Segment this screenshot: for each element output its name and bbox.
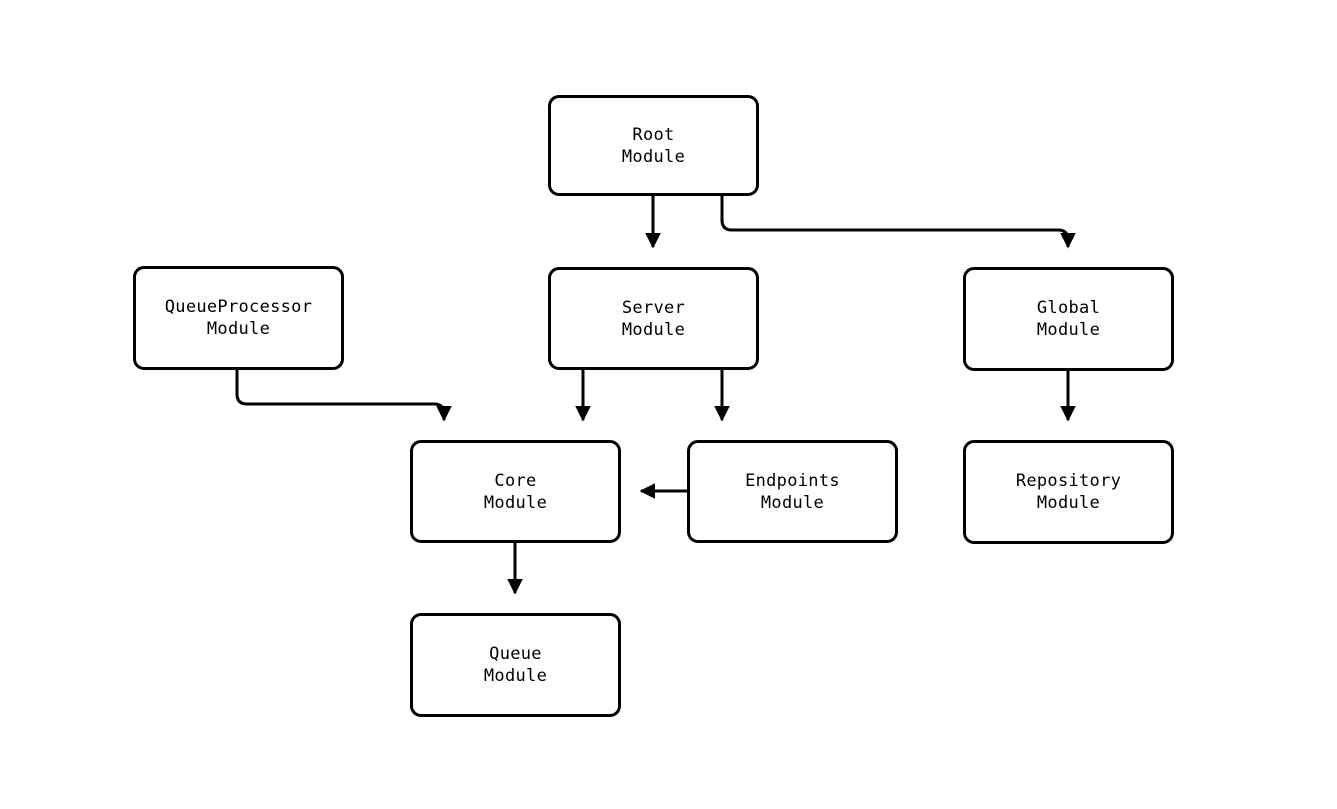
node-repository-module[interactable]: Repository Module xyxy=(963,440,1174,544)
node-endpoints-module[interactable]: Endpoints Module xyxy=(687,440,898,543)
node-global-module-label: Global Module xyxy=(1036,298,1101,340)
edge-root-to-global xyxy=(720,196,1076,249)
node-core-module[interactable]: Core Module xyxy=(410,440,621,543)
node-queue-module[interactable]: Queue Module xyxy=(410,613,621,717)
node-queueprocessor-module[interactable]: QueueProcessor Module xyxy=(133,266,344,370)
node-endpoints-module-label: Endpoints Module xyxy=(745,470,840,513)
edge-queueprocessor-to-core xyxy=(235,370,452,422)
node-queueprocessor-module-label: QueueProcessor Module xyxy=(164,297,313,339)
node-global-module[interactable]: Global Module xyxy=(963,267,1174,371)
node-root-module-label: Root Module xyxy=(621,124,686,167)
node-core-module-label: Core Module xyxy=(483,470,548,513)
node-queue-module-label: Queue Module xyxy=(483,644,548,686)
node-repository-module-label: Repository Module xyxy=(1015,471,1122,513)
node-root-module[interactable]: Root Module xyxy=(548,95,759,196)
node-server-module[interactable]: Server Module xyxy=(548,267,759,370)
node-server-module-label: Server Module xyxy=(621,297,686,340)
